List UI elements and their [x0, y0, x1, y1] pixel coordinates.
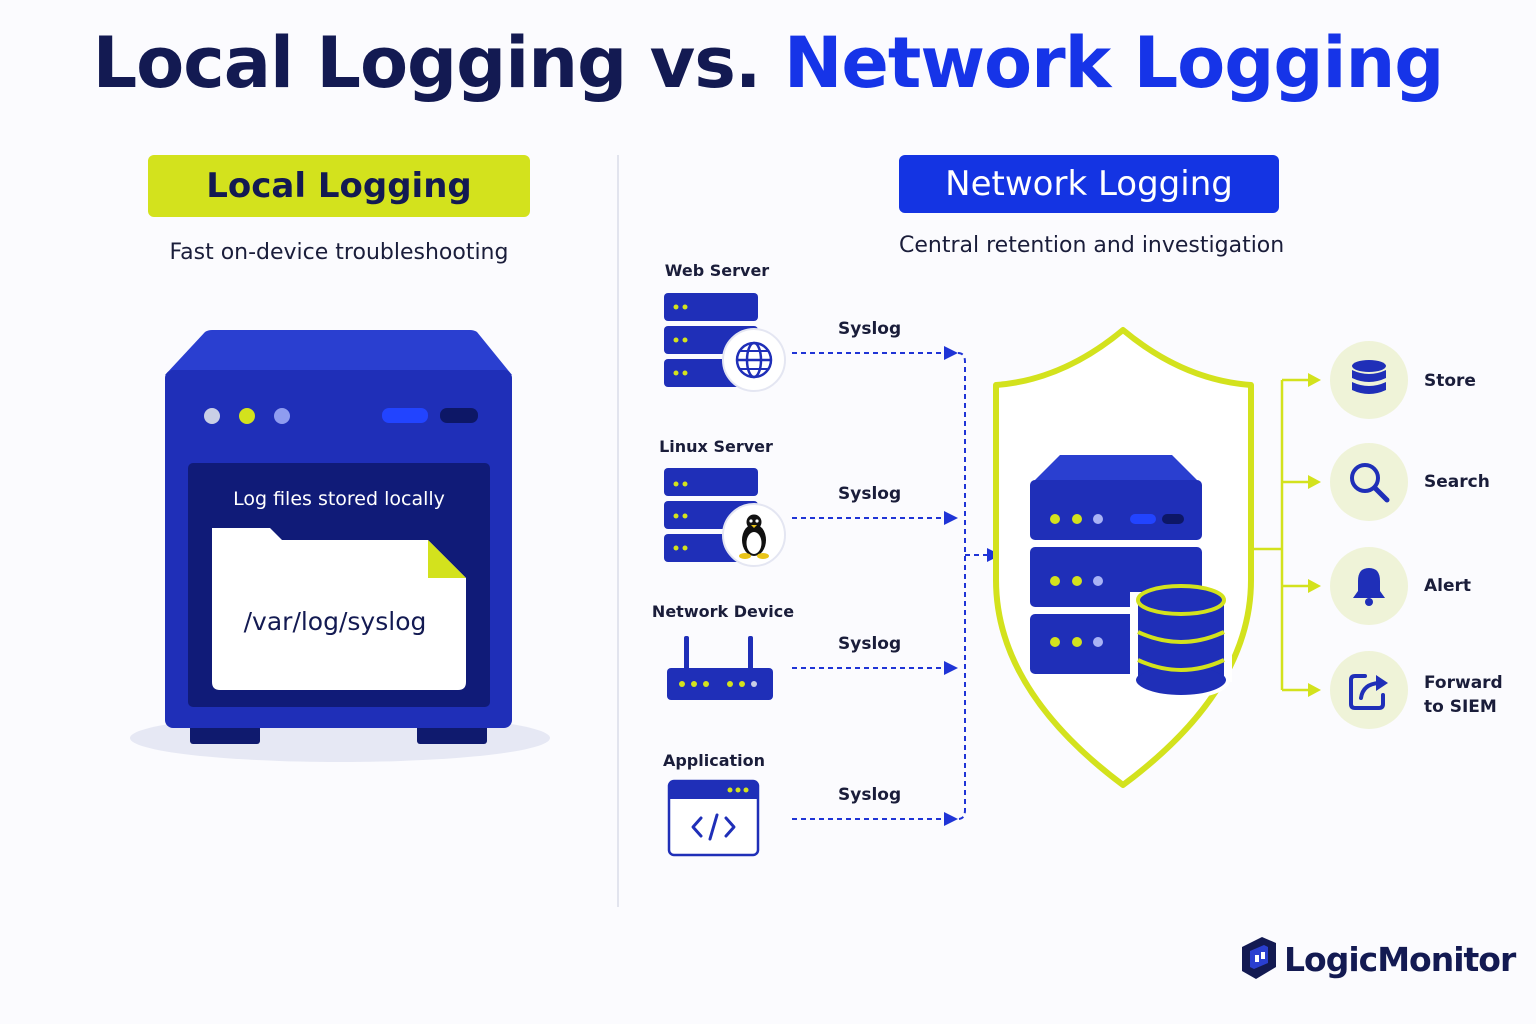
- syslog-label-app: Syslog: [838, 785, 902, 805]
- output-label-store: Store: [1424, 371, 1476, 391]
- web-server-icon: [664, 293, 786, 392]
- share-icon: [1349, 674, 1388, 710]
- section-divider: [617, 155, 619, 907]
- search-icon: [1350, 463, 1390, 503]
- local-server-illustration: [130, 330, 550, 762]
- title-network: Network Logging: [783, 22, 1445, 104]
- source-label-network-device: Network Device: [651, 602, 795, 621]
- syslog-label-network: Syslog: [838, 634, 902, 654]
- source-label-web-server: Web Server: [664, 261, 770, 280]
- logicmonitor-logo-text: LogicMonitor: [1284, 940, 1516, 979]
- source-label-linux-server: Linux Server: [659, 437, 773, 456]
- network-logging-subtitle: Central retention and investigation: [899, 233, 1285, 258]
- logicmonitor-logo-icon: [1242, 937, 1276, 979]
- syslog-label-linux: Syslog: [838, 484, 902, 504]
- bell-icon: [1353, 568, 1385, 606]
- output-store: [1330, 341, 1408, 419]
- log-file-path: /var/log/syslog: [243, 607, 427, 636]
- output-label-alert: Alert: [1424, 576, 1472, 596]
- output-forward: [1330, 651, 1408, 729]
- output-label-forward-line1: Forward: [1424, 673, 1503, 693]
- local-logging-subtitle: Fast on-device troubleshooting: [169, 240, 509, 265]
- linux-server-icon: [664, 468, 786, 567]
- source-label-application: Application: [662, 751, 766, 770]
- syslog-label-web: Syslog: [838, 319, 902, 339]
- network-logging-heading: Network Logging: [899, 155, 1279, 213]
- output-label-search: Search: [1424, 472, 1490, 492]
- page-title: Local Logging vs. Network Logging: [0, 22, 1536, 104]
- database-icon: [1352, 360, 1386, 394]
- title-local: Local Logging vs.: [92, 22, 762, 104]
- router-icon: [667, 636, 773, 700]
- code-window-icon: [667, 779, 760, 857]
- output-alert: [1330, 547, 1408, 625]
- central-server-icon: [1030, 455, 1232, 699]
- output-label-forward: Forward to SIEM: [1424, 671, 1503, 719]
- output-label-forward-line2: to SIEM: [1424, 697, 1497, 717]
- screen-caption: Log files stored locally: [233, 488, 445, 510]
- local-logging-heading: Local Logging: [148, 155, 530, 217]
- output-search: [1330, 443, 1408, 521]
